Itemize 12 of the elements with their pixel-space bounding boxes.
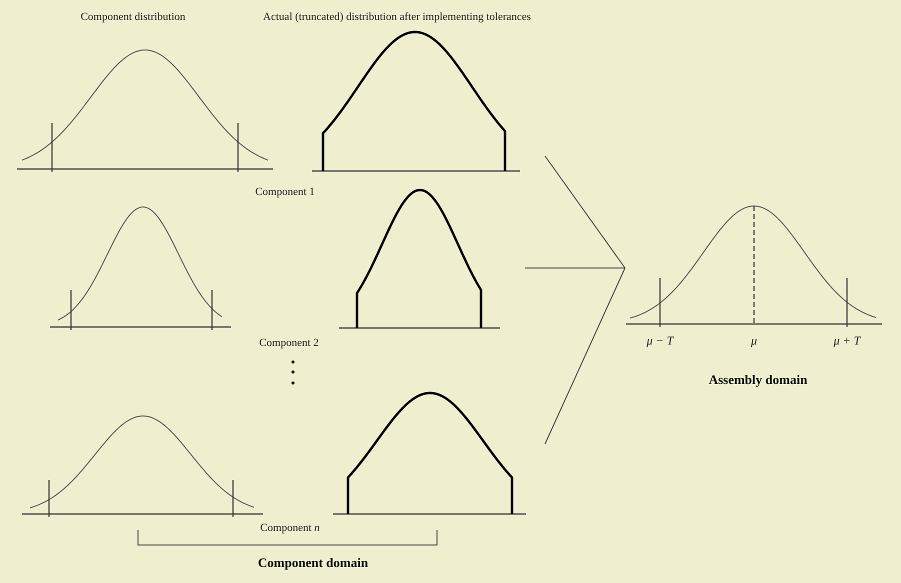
connector-line: [544, 156, 626, 268]
caption-text: Actual (truncated) distribution after implementing tolerances: [263, 11, 531, 23]
connector-line: [544, 268, 626, 444]
domain-label: Assembly domain: [708, 372, 808, 388]
axis-value-label: μ + T: [834, 334, 860, 348]
caption-text: Component n: [260, 522, 320, 534]
caption-text: Component 2: [259, 337, 319, 349]
axis-value-label: μ − T: [646, 334, 674, 348]
caption-text: Component 1: [255, 186, 315, 198]
caption-text: Component distribution: [80, 11, 186, 23]
axis-value-label: μ: [750, 334, 758, 348]
domain-label: Component domain: [258, 555, 368, 571]
